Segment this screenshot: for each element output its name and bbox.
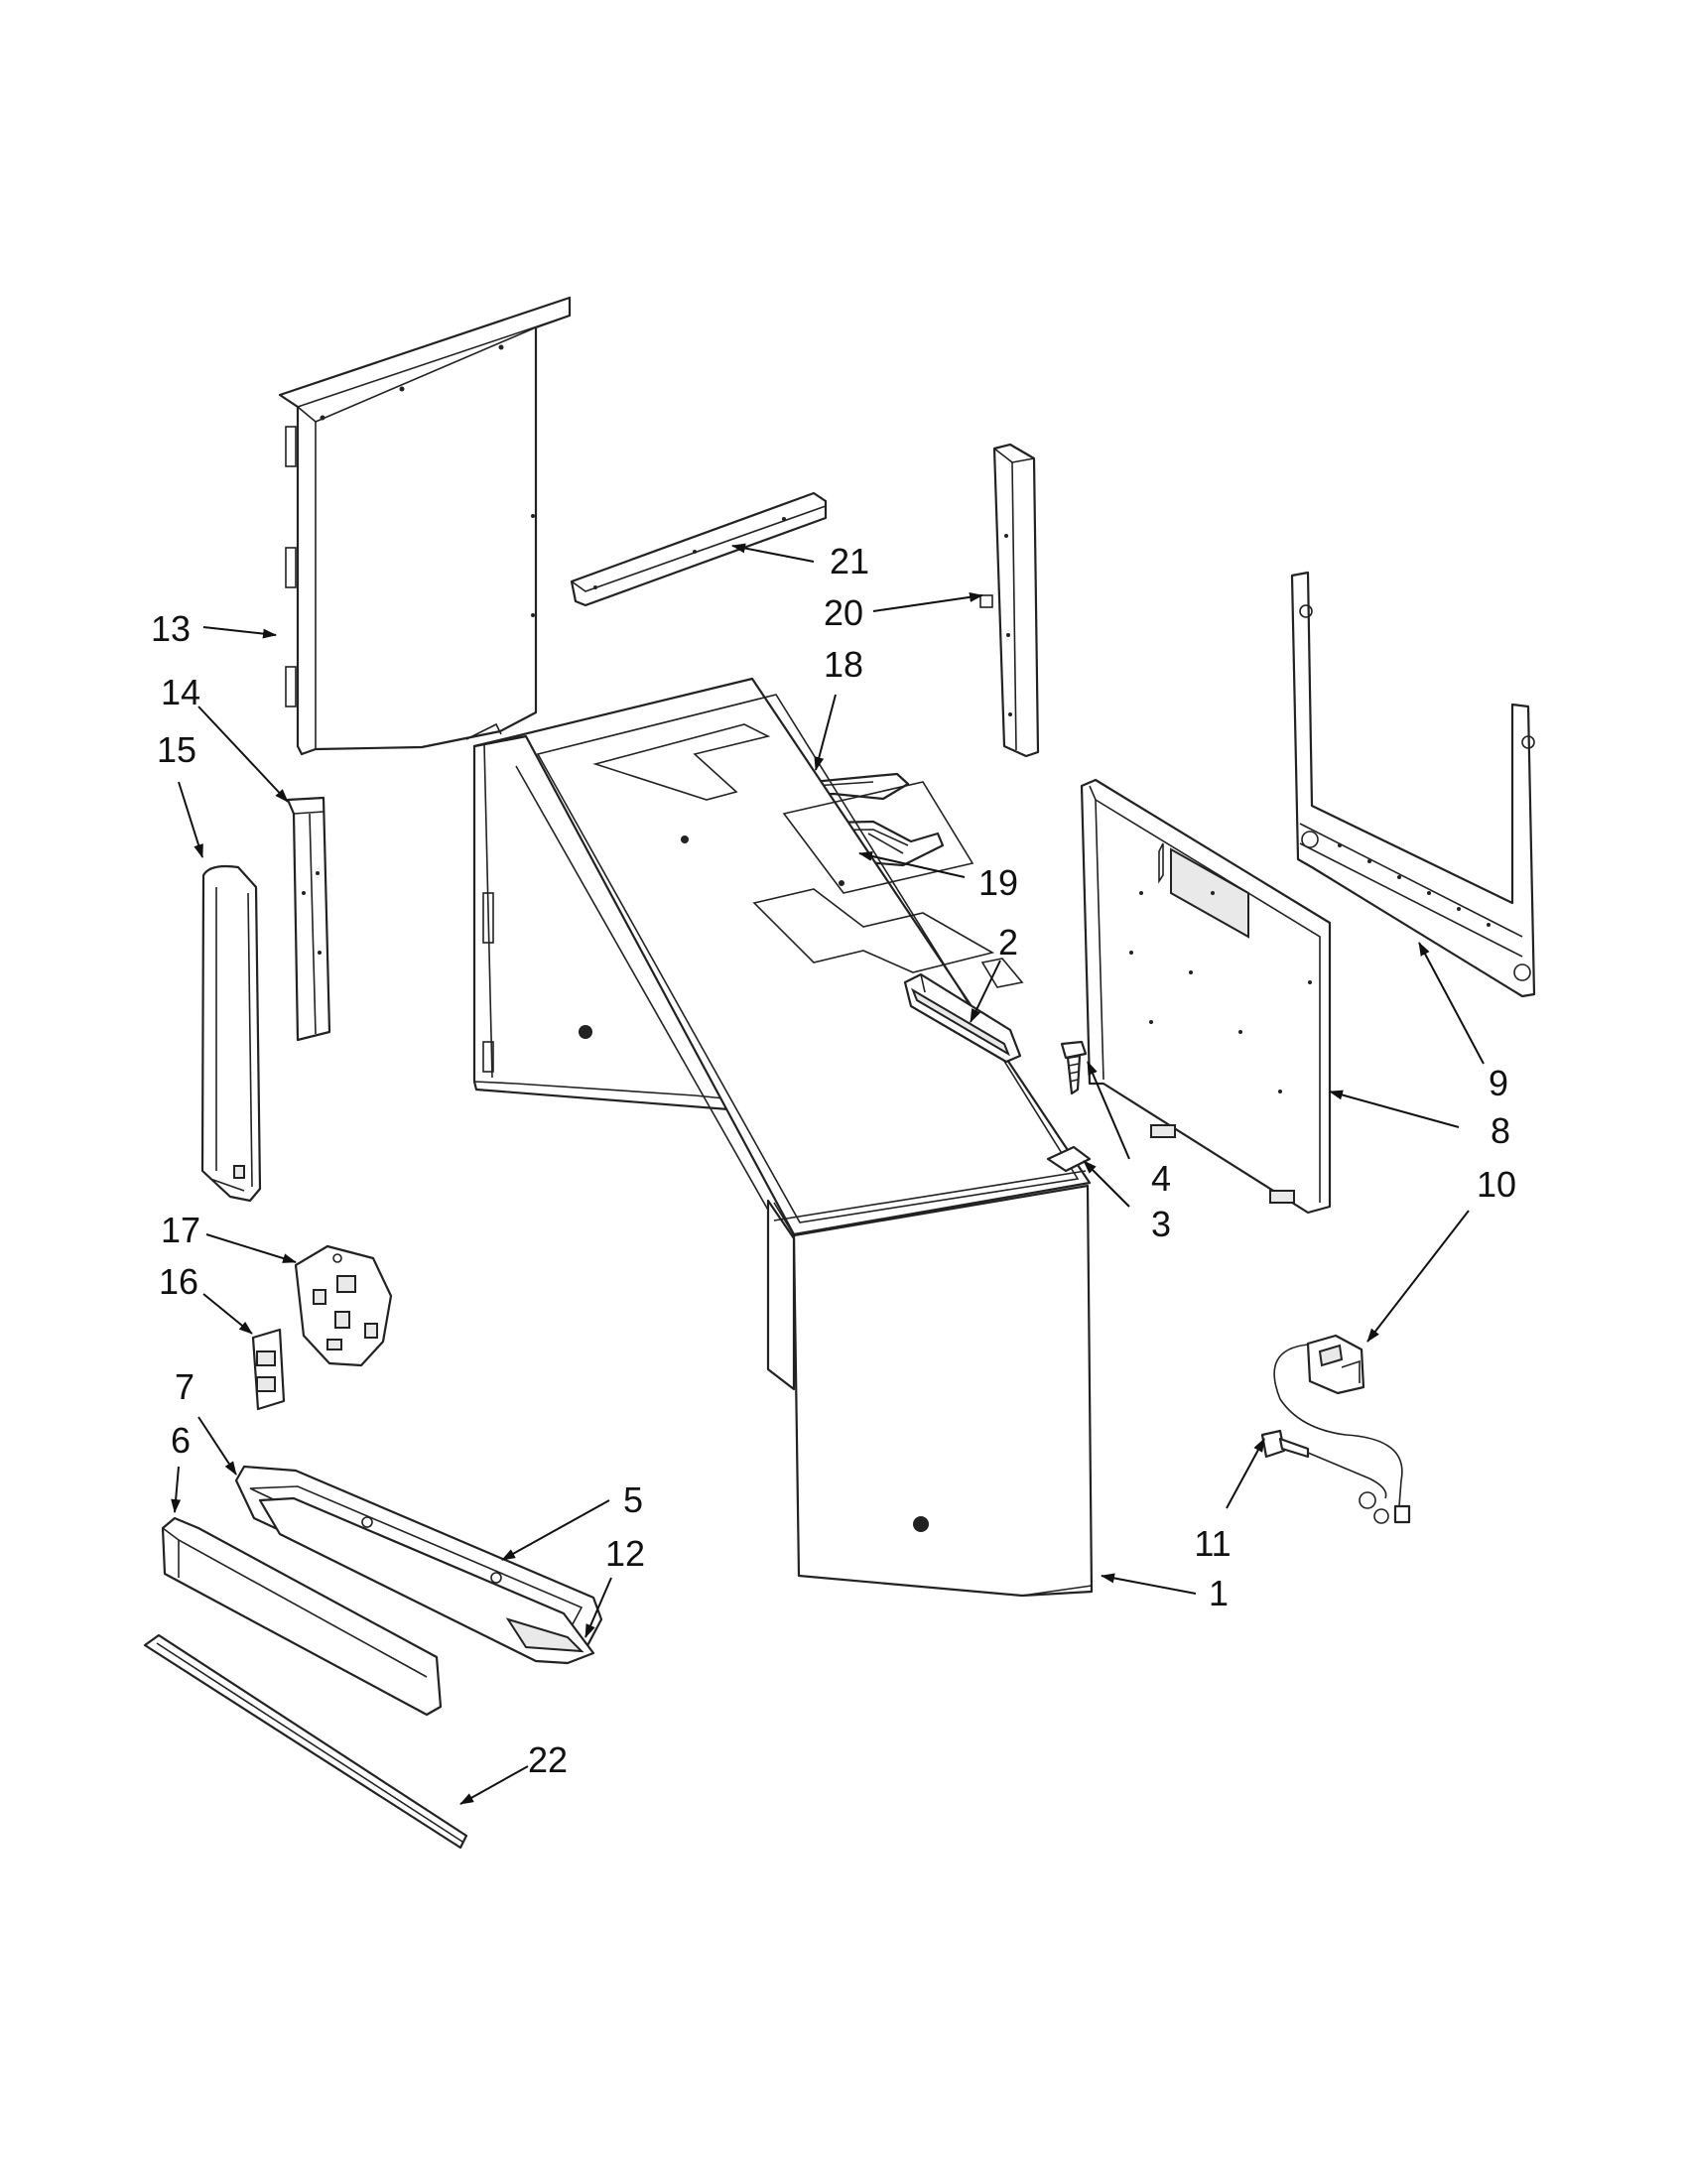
part-12-filter-panel [258, 1496, 595, 1665]
leader-22 [459, 1765, 529, 1805]
leader-20 [872, 591, 983, 612]
leader-15 [178, 781, 203, 858]
leader-1 [1101, 1573, 1197, 1595]
leader-arrows [171, 543, 1485, 1805]
part-16-switch [251, 1328, 286, 1411]
callout-20: 20 [824, 592, 863, 633]
part-15-side-vent-cover [200, 864, 262, 1203]
callout-4: 4 [1151, 1158, 1171, 1199]
callout-14: 14 [161, 672, 200, 712]
leader-4 [1087, 1061, 1130, 1160]
callout-7: 7 [175, 1366, 195, 1407]
callout-6: 6 [171, 1420, 191, 1461]
part-4-screw [1060, 1040, 1088, 1095]
leader-21 [731, 543, 815, 563]
part-2-top-connector [903, 972, 1022, 1064]
callout-18: 18 [824, 644, 863, 685]
leader-3 [1083, 1160, 1130, 1208]
callout-17: 17 [161, 1210, 200, 1250]
part-3-plate [1046, 1145, 1092, 1173]
callout-3: 3 [1151, 1204, 1171, 1244]
leader-9 [1418, 942, 1485, 1065]
callout-15: 15 [157, 729, 196, 770]
callout-1: 1 [1209, 1573, 1229, 1613]
part-14-side-trim [286, 796, 331, 1042]
callout-5: 5 [623, 1479, 643, 1520]
leader-5 [501, 1499, 610, 1561]
leader-8 [1329, 1090, 1460, 1128]
callout-12: 12 [605, 1533, 645, 1574]
part-17-control-board [294, 1244, 393, 1367]
leader-17 [205, 1233, 297, 1263]
leader-12 [584, 1577, 612, 1638]
part-6-front-trim-bar [161, 1516, 443, 1717]
leader-19 [858, 850, 966, 878]
leader-7 [197, 1416, 237, 1476]
callout-labels: 1 2 3 4 5 6 7 8 9 10 11 12 13 14 15 16 1… [151, 541, 1516, 1780]
part-22-long-strip [143, 1633, 468, 1850]
callout-2: 2 [998, 922, 1018, 963]
callout-9: 9 [1489, 1063, 1508, 1103]
part-11-ground-bolt [1260, 1429, 1411, 1524]
leader-10 [1366, 1210, 1470, 1343]
part-9-mounting-plate [1290, 571, 1536, 998]
leader-11 [1226, 1438, 1265, 1509]
callout-19: 19 [978, 862, 1018, 903]
leader-13 [202, 626, 277, 639]
leader-6 [171, 1466, 182, 1513]
leader-2 [970, 960, 1001, 1023]
callout-10: 10 [1477, 1164, 1516, 1205]
callout-22: 22 [528, 1739, 568, 1780]
callout-16: 16 [159, 1261, 198, 1302]
leader-18 [814, 694, 837, 771]
part-10-power-cord-block [1273, 1334, 1365, 1436]
part-8-back-panel [1080, 778, 1332, 1215]
leader-14 [197, 706, 289, 803]
part-13-side-panel [278, 296, 572, 756]
leader-16 [202, 1293, 253, 1335]
part-20-vent-bracket [979, 443, 1040, 758]
callout-11: 11 [1194, 1523, 1231, 1564]
part-21-top-rail [570, 491, 828, 607]
part-1-main-cabinet [472, 677, 1094, 1598]
callout-13: 13 [151, 608, 191, 649]
callout-21: 21 [830, 541, 869, 581]
callout-8: 8 [1491, 1110, 1510, 1151]
